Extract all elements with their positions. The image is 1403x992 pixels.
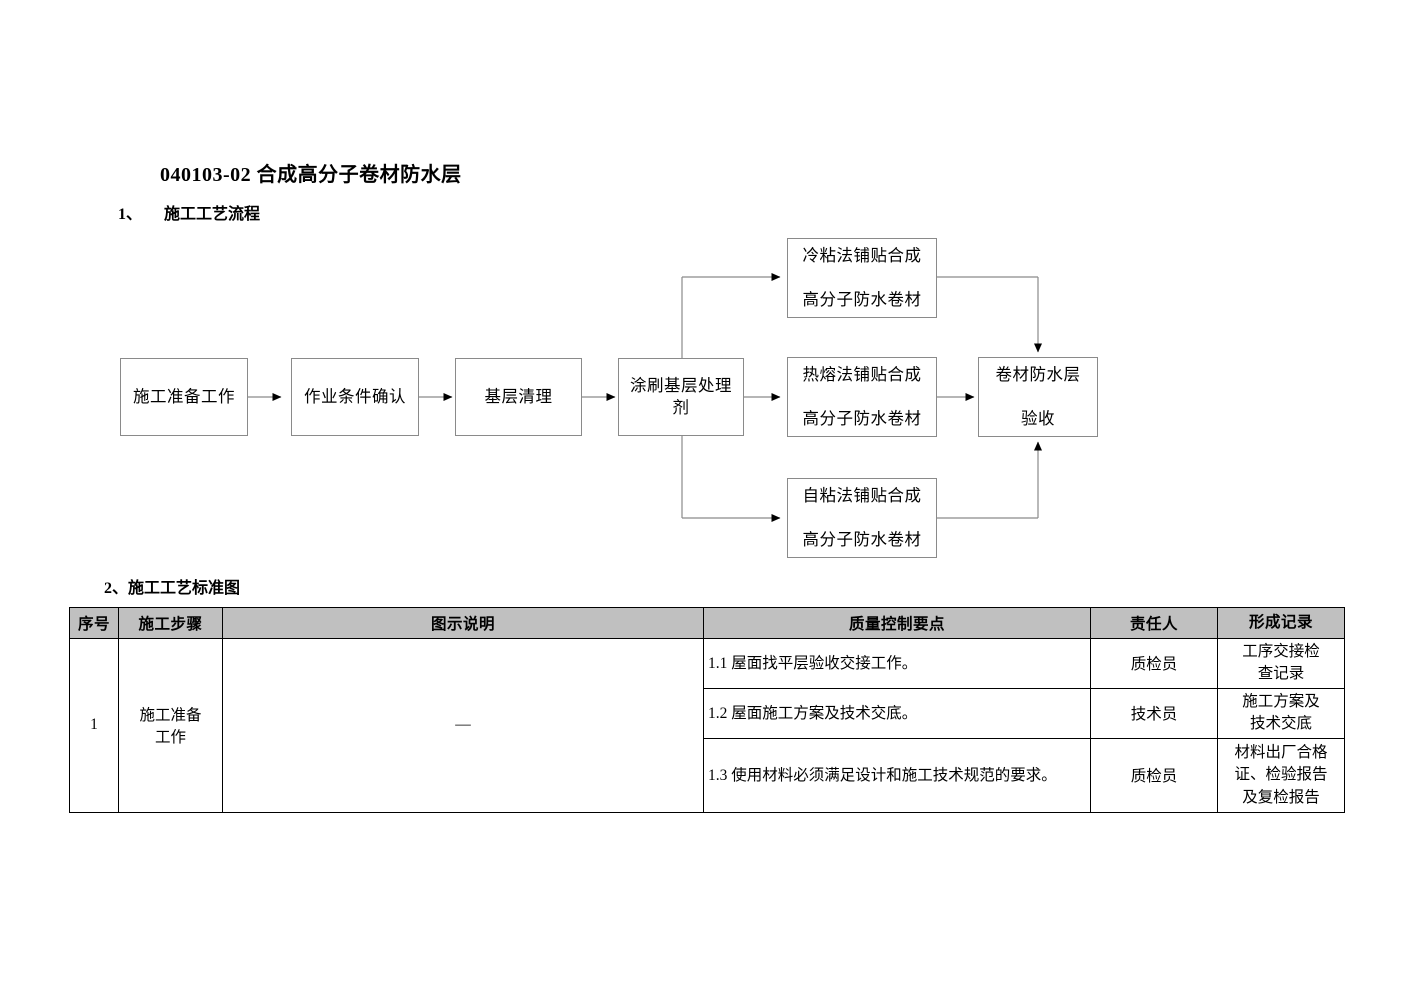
cell-owner: 质检员 [1090,638,1218,689]
col-header-record: 形成记录 [1217,607,1345,639]
flow-node-clean-label: 基层清理 [484,386,553,406]
flow-node-hot-line2: 高分子防水卷材 [802,409,922,429]
table-row: 1.2 屋面施工方案及技术交底。 技术员 施工方案及技术交底 [70,687,1345,739]
flow-node-self-adhesive[interactable]: 自粘法铺贴合成高分子防水卷材 [787,478,937,558]
flow-node-primer-label: 涂刷基层处理剂 [630,375,732,417]
flow-node-hot-melt[interactable]: 热熔法铺贴合成高分子防水卷材 [787,357,937,437]
flow-node-hot-melt-label: 热熔法铺贴合成高分子防水卷材 [791,364,934,431]
cell-record-line2: 技术交底 [1249,715,1312,733]
flow-node-condition-label: 作业条件确认 [304,386,406,406]
cell-record-line1: 施工方案及 [1242,692,1320,710]
cell-quality-point: 1.1 屋面找平层验收交接工作。 [703,638,1091,689]
table-row: 1.3 使用材料必须满足设计和施工技术规范的要求。 质检员 材料出厂合格证、检验… [70,737,1345,813]
col-header-step: 施工步骤 [118,607,223,639]
flow-node-prep-label: 施工准备工作 [133,386,235,406]
cell-record-line1: 工序交接检 [1242,643,1320,660]
cell-owner: 质检员 [1090,737,1218,813]
col-header-quality-points: 质量控制要点 [703,607,1091,639]
flow-node-acceptance-label: 卷材防水层验收 [984,364,1093,431]
flow-node-prep[interactable]: 施工准备工作 [120,358,248,436]
section-1-number: 1、 [118,206,143,223]
standard-process-table: 序号 施工步骤 图示说明 质量控制要点 责任人 形成记录 1 施工准备工作 — … [69,607,1345,813]
flow-node-cold-line1: 冷粘法铺贴合成 [802,245,922,265]
col-header-owner: 责任人 [1090,607,1218,639]
cell-record: 施工方案及技术交底 [1217,687,1345,739]
flow-node-cold-bonding[interactable]: 冷粘法铺贴合成高分子防水卷材 [787,238,937,318]
cell-record-line2: 证、检验报告 [1234,766,1328,784]
cell-record: 材料出厂合格证、检验报告及复检报告 [1217,737,1345,813]
flow-node-primer[interactable]: 涂刷基层处理剂 [618,358,744,436]
flow-node-self-line2: 高分子防水卷材 [802,530,922,550]
cell-quality-point: 1.3 使用材料必须满足设计和施工技术规范的要求。 [703,737,1091,813]
flow-node-self-line1: 自粘法铺贴合成 [802,485,922,505]
table-row: 1 施工准备工作 — 1.1 屋面找平层验收交接工作。 质检员 工序交接检查记录 [69,638,1345,813]
table-header: 序号 施工步骤 图示说明 质量控制要点 责任人 形成记录 [69,607,1345,639]
cell-illustration: — [222,638,704,813]
cell-quality-point: 1.2 屋面施工方案及技术交底。 [703,687,1091,739]
flow-node-acceptance-line1: 卷材防水层 [995,364,1081,384]
cell-step-name: 施工准备工作 [118,638,223,813]
flow-node-acceptance[interactable]: 卷材防水层验收 [978,357,1098,437]
section-heading-process-flow: 1、 施工工艺流程 [118,200,260,224]
flow-node-cold-bonding-label: 冷粘法铺贴合成高分子防水卷材 [791,245,934,312]
process-flow-diagram: 施工准备工作 作业条件确认 基层清理 涂刷基层处理剂 冷粘法铺贴合成高分子防水卷… [120,238,1098,558]
cell-owner: 技术员 [1090,687,1218,739]
section-heading-standard-table: 2、施工工艺标准图 [104,580,241,597]
cell-step-line2: 工作 [154,729,186,747]
cell-step-line1: 施工准备 [139,707,202,725]
flow-node-clean[interactable]: 基层清理 [455,358,582,436]
flow-node-condition[interactable]: 作业条件确认 [291,358,419,436]
flow-node-self-adhesive-label: 自粘法铺贴合成高分子防水卷材 [791,485,934,552]
flowchart-connectors [248,273,1042,522]
cell-row-index: 1 [69,638,119,813]
cell-record-line1: 材料出厂合格 [1234,743,1328,761]
cell-record-line3: 及复检报告 [1242,788,1320,806]
table-body: 1 施工准备工作 — 1.1 屋面找平层验收交接工作。 质检员 工序交接检查记录… [69,638,1345,813]
table-header-row: 序号 施工步骤 图示说明 质量控制要点 责任人 形成记录 [69,607,1345,639]
flow-node-acceptance-line2: 验收 [1021,409,1055,429]
cell-record-line2: 查记录 [1257,665,1305,683]
col-header-illustration: 图示说明 [222,607,704,639]
col-header-index: 序号 [69,607,119,639]
flow-node-hot-line1: 热熔法铺贴合成 [802,364,922,384]
flow-node-cold-line2: 高分子防水卷材 [802,290,922,310]
page-title: 040103-02 合成高分子卷材防水层 [160,164,462,186]
cell-record: 工序交接检查记录 [1217,638,1345,689]
section-1-label: 施工工艺流程 [164,206,261,223]
